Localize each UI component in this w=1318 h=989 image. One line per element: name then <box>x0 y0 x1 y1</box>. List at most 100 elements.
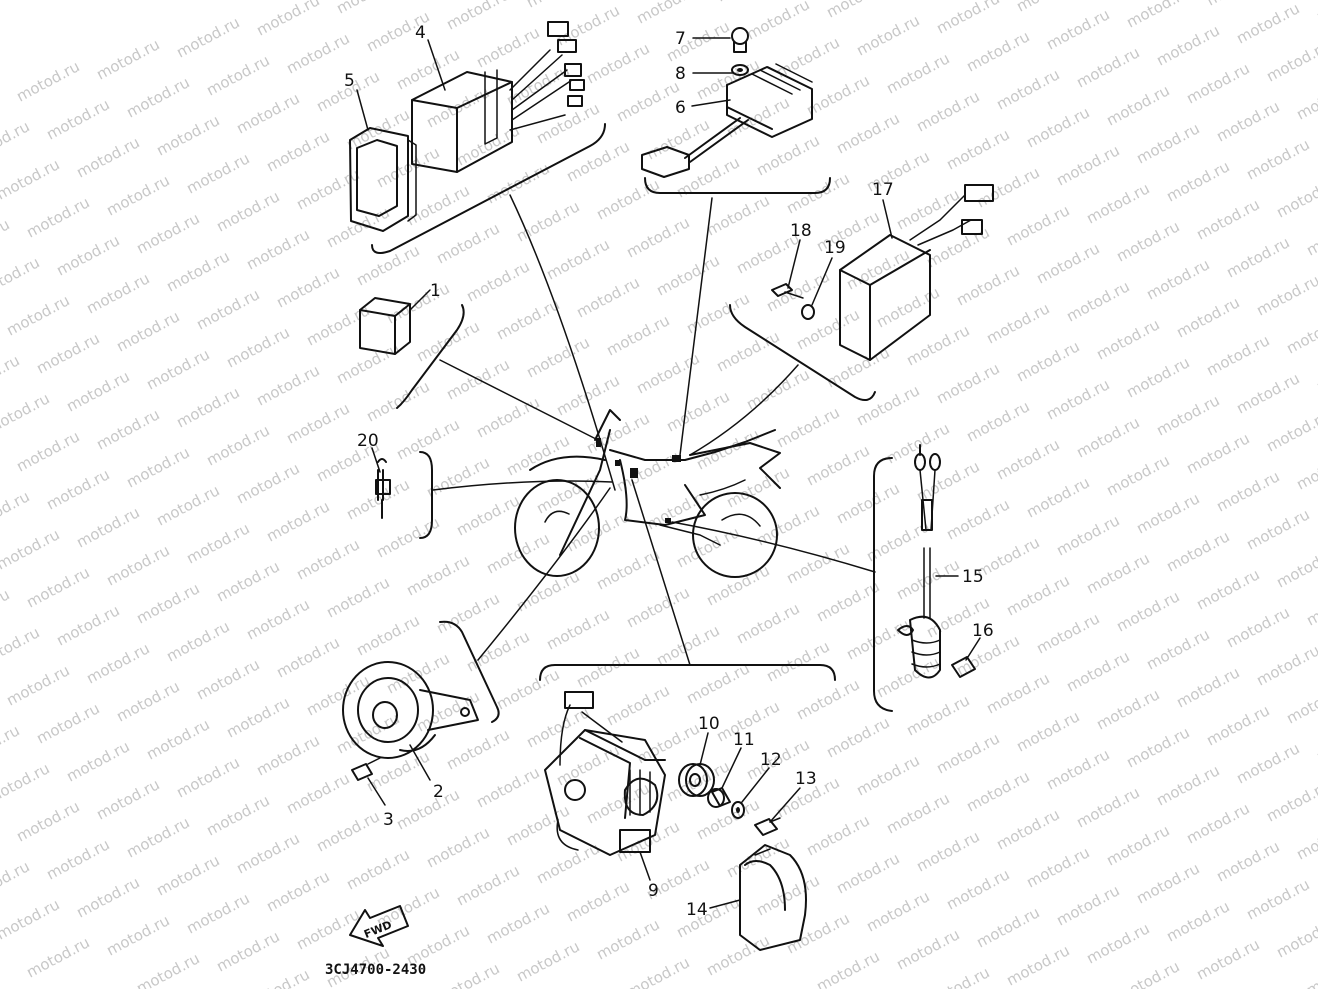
part-15-sensor <box>897 444 941 679</box>
watermark-text: motod.ru <box>963 767 1032 815</box>
watermark-text: motod.ru <box>0 79 3 127</box>
watermark-text: motod.ru <box>783 539 852 587</box>
watermark-text: motod.ru <box>133 949 202 989</box>
watermark-text: motod.ru <box>253 0 322 40</box>
watermark-text: motod.ru <box>943 495 1012 543</box>
watermark-text: motod.ru <box>1033 609 1102 657</box>
watermark-text: motod.ru <box>1113 217 1182 265</box>
watermark-text: motod.ru <box>343 845 412 893</box>
watermark-text: motod.ru <box>353 611 422 659</box>
watermark-text: motod.ru <box>1083 549 1152 597</box>
watermark-text: motod.ru <box>673 893 742 941</box>
watermark-text: motod.ru <box>433 589 502 637</box>
watermark-text: motod.ru <box>233 459 302 507</box>
watermark-text: motod.ru <box>203 791 272 839</box>
watermark-text: motod.ru <box>53 231 122 279</box>
watermark-text: motod.ru <box>0 253 43 301</box>
watermark-text: motod.ru <box>653 251 722 299</box>
watermark-text: motod.ru <box>1113 587 1182 635</box>
watermark-text: motod.ru <box>893 555 962 603</box>
watermark-text: motod.ru <box>523 333 592 381</box>
watermark-text: motod.ru <box>473 393 542 441</box>
watermark-text: motod.ru <box>563 137 632 185</box>
watermark-text: motod.ru <box>1213 97 1282 145</box>
watermark-text: motod.ru <box>473 763 542 811</box>
watermark-text: motod.ru <box>523 0 592 12</box>
watermark-text: motod.ru <box>913 827 982 875</box>
watermark-text: motod.ru <box>73 503 142 551</box>
watermark-text: motod.ru <box>283 29 352 77</box>
watermark-text: motod.ru <box>843 615 912 663</box>
watermark-text: motod.ru <box>1063 647 1132 695</box>
callout-19: 19 <box>824 238 846 258</box>
watermark-text: motod.ru <box>1203 0 1272 10</box>
watermark-text: motod.ru <box>963 397 1032 445</box>
watermark-text: motod.ru <box>793 675 862 723</box>
watermark-text: motod.ru <box>463 257 532 305</box>
watermark-text: motod.ru <box>613 817 682 865</box>
watermark-text: motod.ru <box>423 823 492 871</box>
watermark-text: motod.ru <box>413 687 482 735</box>
part-1-flasher-relay <box>359 297 411 355</box>
watermark-text: motod.ru <box>0 525 63 573</box>
watermark-text: motod.ru <box>1223 603 1292 651</box>
watermark-text: motod.ru <box>1313 717 1318 765</box>
watermark-text: motod.ru <box>703 931 772 979</box>
watermark-text: motod.ru <box>1063 277 1132 325</box>
watermark-text: motod.ru <box>963 27 1032 75</box>
watermark-text: motod.ru <box>103 171 172 219</box>
watermark-text: motod.ru <box>23 563 92 611</box>
watermark-text: motod.ru <box>283 399 352 447</box>
watermark-text: motod.ru <box>1083 919 1152 967</box>
watermark-text: motod.ru <box>33 699 102 747</box>
callout-7: 7 <box>675 29 686 49</box>
part-3-bolt <box>351 757 381 781</box>
watermark-text: motod.ru <box>783 909 852 957</box>
watermark-text: motod.ru <box>1173 663 1242 711</box>
watermark-text: motod.ru <box>1193 565 1262 613</box>
watermark-text: motod.ru <box>1153 21 1222 69</box>
watermark-text: motod.ru <box>843 245 912 293</box>
watermark-text: motod.ru <box>143 345 212 393</box>
watermark-text: motod.ru <box>393 45 462 93</box>
watermark-text: motod.ru <box>123 813 192 861</box>
watermark-text: motod.ru <box>53 601 122 649</box>
watermark-text: motod.ru <box>183 889 252 937</box>
watermark-text: motod.ru <box>1243 135 1312 183</box>
watermark-text: motod.ru <box>113 307 182 355</box>
watermark-text: motod.ru <box>73 873 142 921</box>
watermark-text: motod.ru <box>693 425 762 473</box>
watermark-text: motod.ru <box>1073 43 1142 91</box>
watermark-text: motod.ru <box>63 737 132 785</box>
watermark-text: motod.ru <box>163 617 232 665</box>
watermark-text: motod.ru <box>1293 815 1318 863</box>
watermark-text: motod.ru <box>503 431 572 479</box>
watermark-text: motod.ru <box>593 545 662 593</box>
watermark-text: motod.ru <box>273 633 342 681</box>
watermark-text: motod.ru <box>543 235 612 283</box>
watermark-text: motod.ru <box>423 453 492 501</box>
callout-12: 12 <box>760 750 782 770</box>
watermark-text: motod.ru <box>43 95 112 143</box>
callout-leaders <box>356 37 981 909</box>
watermark-text: motod.ru <box>253 731 322 779</box>
watermark-text: motod.ru <box>683 289 752 337</box>
watermark-text: motod.ru <box>553 741 622 789</box>
watermark-text: motod.ru <box>993 805 1062 853</box>
callout-8: 8 <box>675 64 686 84</box>
watermark-text: motod.ru <box>493 295 562 343</box>
watermark-text: motod.ru <box>1203 701 1272 749</box>
watermark-text: motod.ru <box>293 165 362 213</box>
watermark-text: motod.ru <box>23 193 92 241</box>
watermark-text: motod.ru <box>573 643 642 691</box>
watermark-text: motod.ru <box>1303 951 1318 989</box>
watermark-text: motod.ru <box>1283 309 1318 357</box>
watermark-text: motod.ru <box>83 639 152 687</box>
watermark-text: motod.ru <box>533 469 602 517</box>
watermark-text: motod.ru <box>83 269 152 317</box>
watermark-text: motod.ru <box>613 77 682 125</box>
watermark-text: motod.ru <box>0 857 33 905</box>
watermark-text: motod.ru <box>1013 337 1082 385</box>
watermark-text: motod.ru <box>973 903 1042 951</box>
watermark-text: motod.ru <box>1033 239 1102 287</box>
